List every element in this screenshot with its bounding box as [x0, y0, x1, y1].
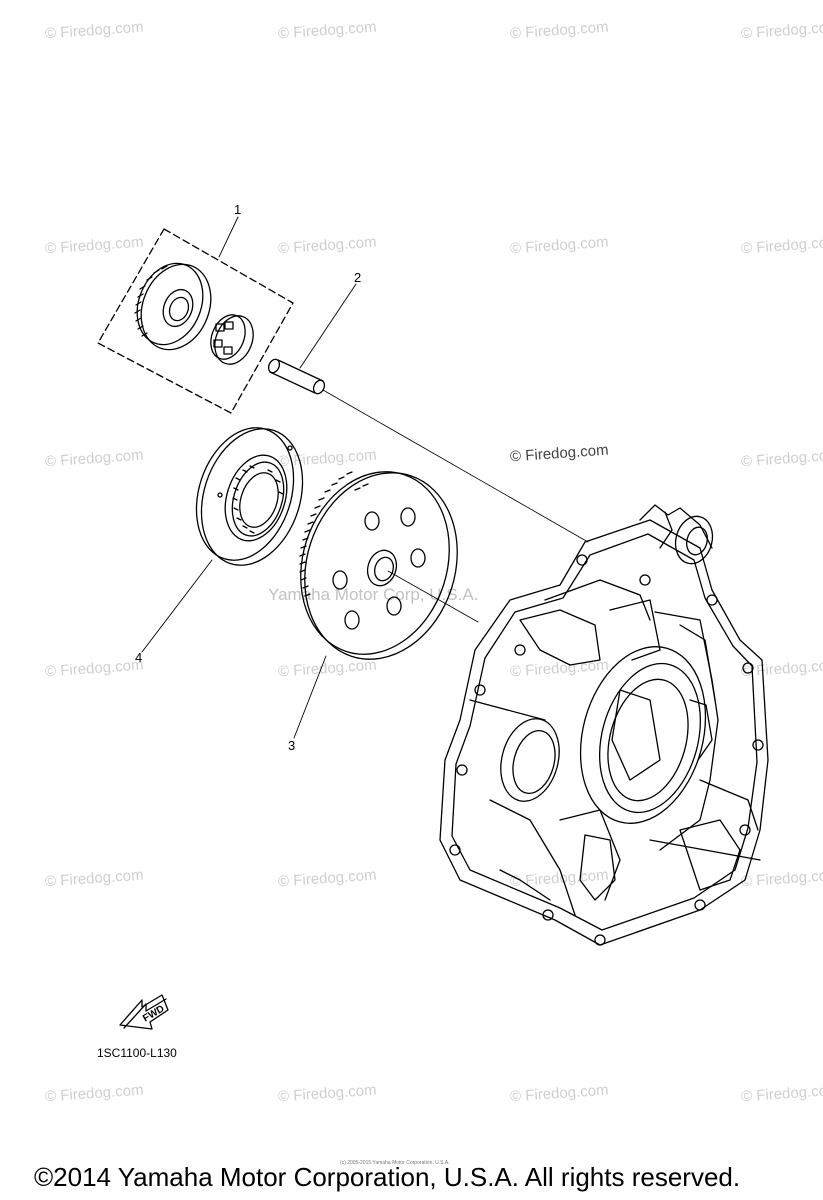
starter-clutch-gear — [134, 262, 212, 351]
starter-clutch-bushing — [210, 314, 254, 365]
copyright-notice: ©2014 Yamaha Motor Corporation, U.S.A. A… — [34, 1162, 741, 1192]
callout-3: 3 — [288, 738, 296, 753]
center-watermark: Yamaha Motor Corp, U.S.A. — [268, 585, 479, 604]
one-way-clutch — [195, 427, 304, 566]
idler-shaft — [267, 358, 589, 543]
assembly-box-part-1 — [97, 228, 294, 414]
leader-line-2 — [299, 283, 357, 369]
callout-4: 4 — [135, 650, 143, 665]
callout-1: 1 — [234, 202, 242, 217]
leader-line-1 — [218, 216, 239, 258]
fwd-arrow-icon — [119, 994, 169, 1030]
tiny-credit: (c) 2005-2015 Yamaha Motor Corporation, … — [340, 1160, 450, 1166]
fwd-label: FWD — [141, 1004, 166, 1025]
leader-line-3 — [293, 655, 327, 739]
diagram-code: 1SC1100-L130 — [97, 1046, 177, 1060]
callout-2: 2 — [354, 270, 362, 285]
crankcase — [439, 504, 769, 946]
leader-line-4 — [141, 559, 213, 653]
wheel-gear — [299, 471, 479, 660]
